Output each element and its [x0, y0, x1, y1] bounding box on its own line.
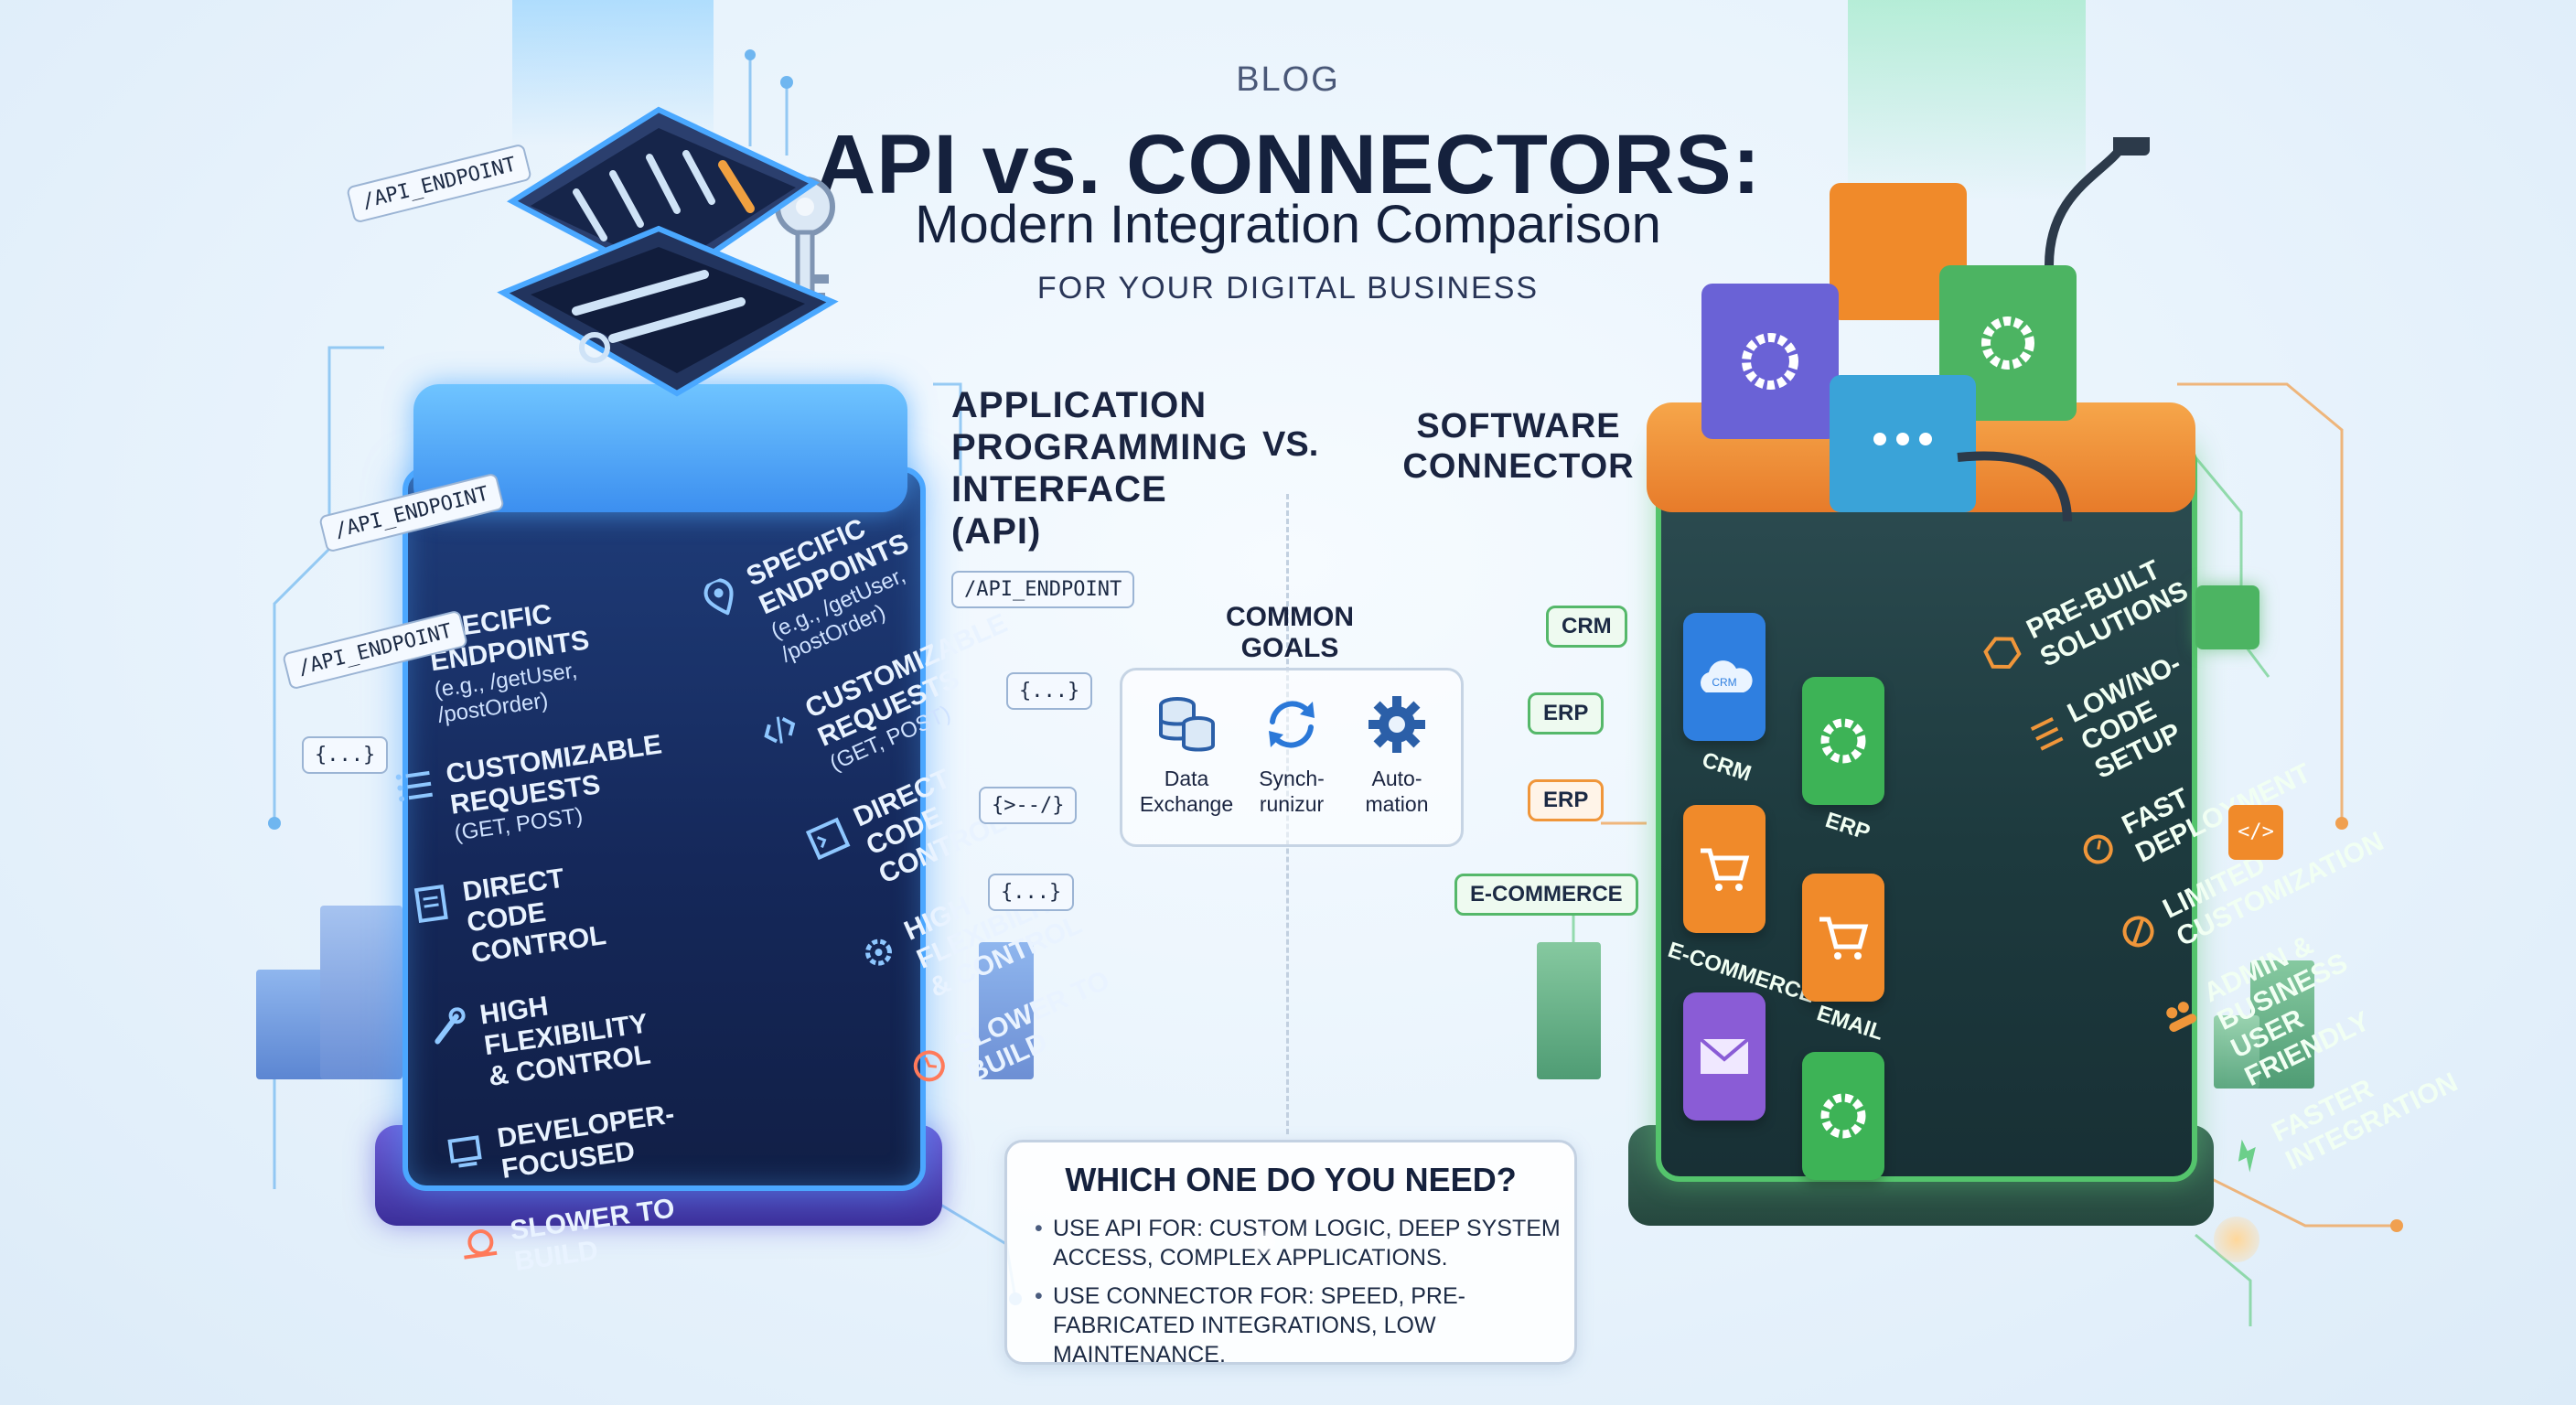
- mail-tile: [1683, 992, 1766, 1121]
- feature-title: SLOWER TO BUILD: [508, 1193, 677, 1277]
- json-tag: {...}: [302, 736, 389, 774]
- json-tag: {...}: [988, 874, 1075, 911]
- api-feature: DEVELOPER-FOCUSED: [445, 1098, 689, 1193]
- building-conn-left: [1537, 942, 1601, 1079]
- common-goals-title: COMMON GOALS: [1226, 602, 1354, 663]
- glow-dot: [1251, 1230, 1275, 1254]
- snail-icon: [464, 1229, 498, 1260]
- cart-icon: [1819, 917, 1869, 960]
- vs-label: VS.: [1262, 425, 1319, 464]
- building-api-left-1: [256, 970, 329, 1079]
- connector-heading: SOFTWARE CONNECTOR: [1402, 407, 1635, 486]
- code-tag: {>--/}: [979, 787, 1078, 824]
- feature-title: DIRECT CODE CONTROL: [849, 763, 1011, 890]
- crm-tag: CRM: [1546, 606, 1627, 648]
- feature-title: DEVELOPER-FOCUSED: [495, 1099, 677, 1185]
- feature-title: DIRECT CODE CONTROL: [460, 863, 608, 970]
- goal-label: Data Exchange: [1139, 767, 1234, 816]
- pin-icon: [703, 578, 734, 617]
- crm-tile-text: CRM: [1712, 676, 1736, 689]
- api-heading: APPLICATION PROGRAMMING INTERFACE (API): [951, 385, 1249, 552]
- crm-tile: CRM: [1683, 613, 1766, 741]
- common-goals-box: Data Exchange Synch-runizur Au: [1120, 668, 1464, 847]
- toolbox-icon: [497, 106, 839, 397]
- api-feature: CUSTOMIZABLE REQUESTS(GET, POST): [754, 608, 1012, 798]
- goal-synchronization: Synch-runizur: [1237, 692, 1347, 817]
- goal-label: Synch-runizur: [1259, 767, 1325, 816]
- bolt-icon: [2238, 1139, 2256, 1173]
- gear-icon: [1820, 1093, 1866, 1139]
- connector-light-beam: [1848, 0, 2086, 201]
- page-subtitle: Modern Integration Comparison: [915, 195, 1661, 254]
- developer-icon: [447, 1135, 482, 1168]
- building-api-right: [979, 942, 1034, 1079]
- ecommerce-tile: [1683, 805, 1766, 933]
- cart-icon: [1701, 848, 1750, 891]
- api-tower: [402, 467, 926, 1191]
- list-icon: [2030, 717, 2064, 751]
- connector-features: PRE-BUILT SOLUTIONS LOW/NO-CODE SETUP FA…: [1976, 548, 2463, 1228]
- api-right-features: SPECIFIC ENDPOINTS(e.g., /getUser, /post…: [695, 492, 1151, 1138]
- sync-icon: [1269, 701, 1315, 748]
- connector-feature: FAST DEPLOYMENT: [2071, 744, 2315, 892]
- api-feature: SPECIFIC ENDPOINTS(e.g., /getUser, /post…: [695, 492, 950, 689]
- erp-tag: ERP: [1528, 779, 1605, 821]
- clock-icon: [913, 1050, 945, 1082]
- decision-item: USE CONNECTOR FOR: SPEED, PRE-FABRICATED…: [1035, 1282, 1565, 1369]
- api-feature: DIRECT CODE CONTROL: [802, 733, 1049, 911]
- glow-dot: [2214, 1217, 2259, 1262]
- api-feature: HIGH FLEXIBILITY & CONTROL: [427, 974, 676, 1099]
- api-feature: HIGH FLEXIBILITY & CONTROL: [853, 847, 1100, 1025]
- erp-tile: [1802, 677, 1884, 805]
- decision-list: USE API FOR: CUSTOM LOGIC, DEEP SYSTEM A…: [1035, 1214, 1565, 1378]
- wrench-icon: [435, 1007, 466, 1045]
- terminal-icon: [805, 817, 851, 861]
- decision-item: USE API FOR: CUSTOM LOGIC, DEEP SYSTEM A…: [1035, 1214, 1565, 1272]
- api-feature: DIRECT CODE CONTROL: [410, 852, 659, 977]
- connector-feature: LIMITED CUSTOMIZATION: [2112, 826, 2388, 976]
- envelope-icon: [1699, 1037, 1750, 1074]
- feature-title: HIGH FLEXIBILITY & CONTROL: [478, 991, 653, 1092]
- goal-label: Auto-mation: [1365, 767, 1429, 816]
- cloud-icon: CRM: [1701, 660, 1753, 692]
- connector-feature: ADMIN & BUSINESS USER FRIENDLY: [2153, 911, 2397, 1115]
- building-conn-right-2: [2214, 1015, 2259, 1089]
- blog-label: BLOG: [1236, 60, 1340, 99]
- json-tag: {...}: [1006, 672, 1093, 710]
- api-feature: SLOWER TO BUILD: [457, 1190, 702, 1285]
- building-api-left-2: [320, 906, 402, 1079]
- connector-feature: LOW/NO-CODE SETUP: [2017, 632, 2247, 809]
- code-icon: [764, 716, 796, 744]
- gear-icon: [1820, 718, 1866, 764]
- goal-automation: Auto-mation: [1342, 692, 1452, 817]
- settings-tile: [1802, 1052, 1884, 1180]
- document-icon: [413, 884, 448, 924]
- endpoint-tag: /API_ENDPOINT: [951, 571, 1135, 608]
- stopwatch-icon: [2083, 834, 2113, 864]
- users-icon: [2166, 1002, 2197, 1032]
- building-conn-right-1: [2250, 960, 2314, 1089]
- erp-tag: ERP: [1528, 692, 1605, 735]
- list-icon: [395, 770, 434, 802]
- gear-icon: [1368, 696, 1425, 753]
- connector-feature: FASTER INTEGRATION: [2221, 1051, 2463, 1199]
- decision-title: WHICH ONE DO YOU NEED?: [1065, 1161, 1517, 1198]
- connector-feature: PRE-BUILT SOLUTIONS: [1976, 548, 2193, 696]
- ecommerce-tag: E-COMMERCE: [1454, 874, 1638, 916]
- page-title: API vs. CONNECTORS:: [814, 118, 1762, 211]
- puzzle-blocks-icon: [1701, 137, 2150, 521]
- block-icon: [2122, 916, 2154, 948]
- email-tile: [1802, 874, 1884, 1002]
- api-feature: CUSTOMIZABLE REQUESTS(GET, POST): [393, 729, 664, 853]
- goal-data-exchange: Data Exchange: [1132, 692, 1241, 817]
- page-tagline: FOR YOUR DIGITAL BUSINESS: [1036, 271, 1540, 306]
- api-feature: SLOWER TO BUILD: [904, 960, 1138, 1110]
- gear-icon: [864, 938, 892, 966]
- code-block-icon: </>: [2228, 805, 2283, 860]
- cube-icon: [2195, 585, 2259, 649]
- box-icon: [1983, 637, 2022, 669]
- database-icon: [1159, 697, 1215, 752]
- decision-box: WHICH ONE DO YOU NEED? USE API FOR: CUST…: [1004, 1140, 1577, 1367]
